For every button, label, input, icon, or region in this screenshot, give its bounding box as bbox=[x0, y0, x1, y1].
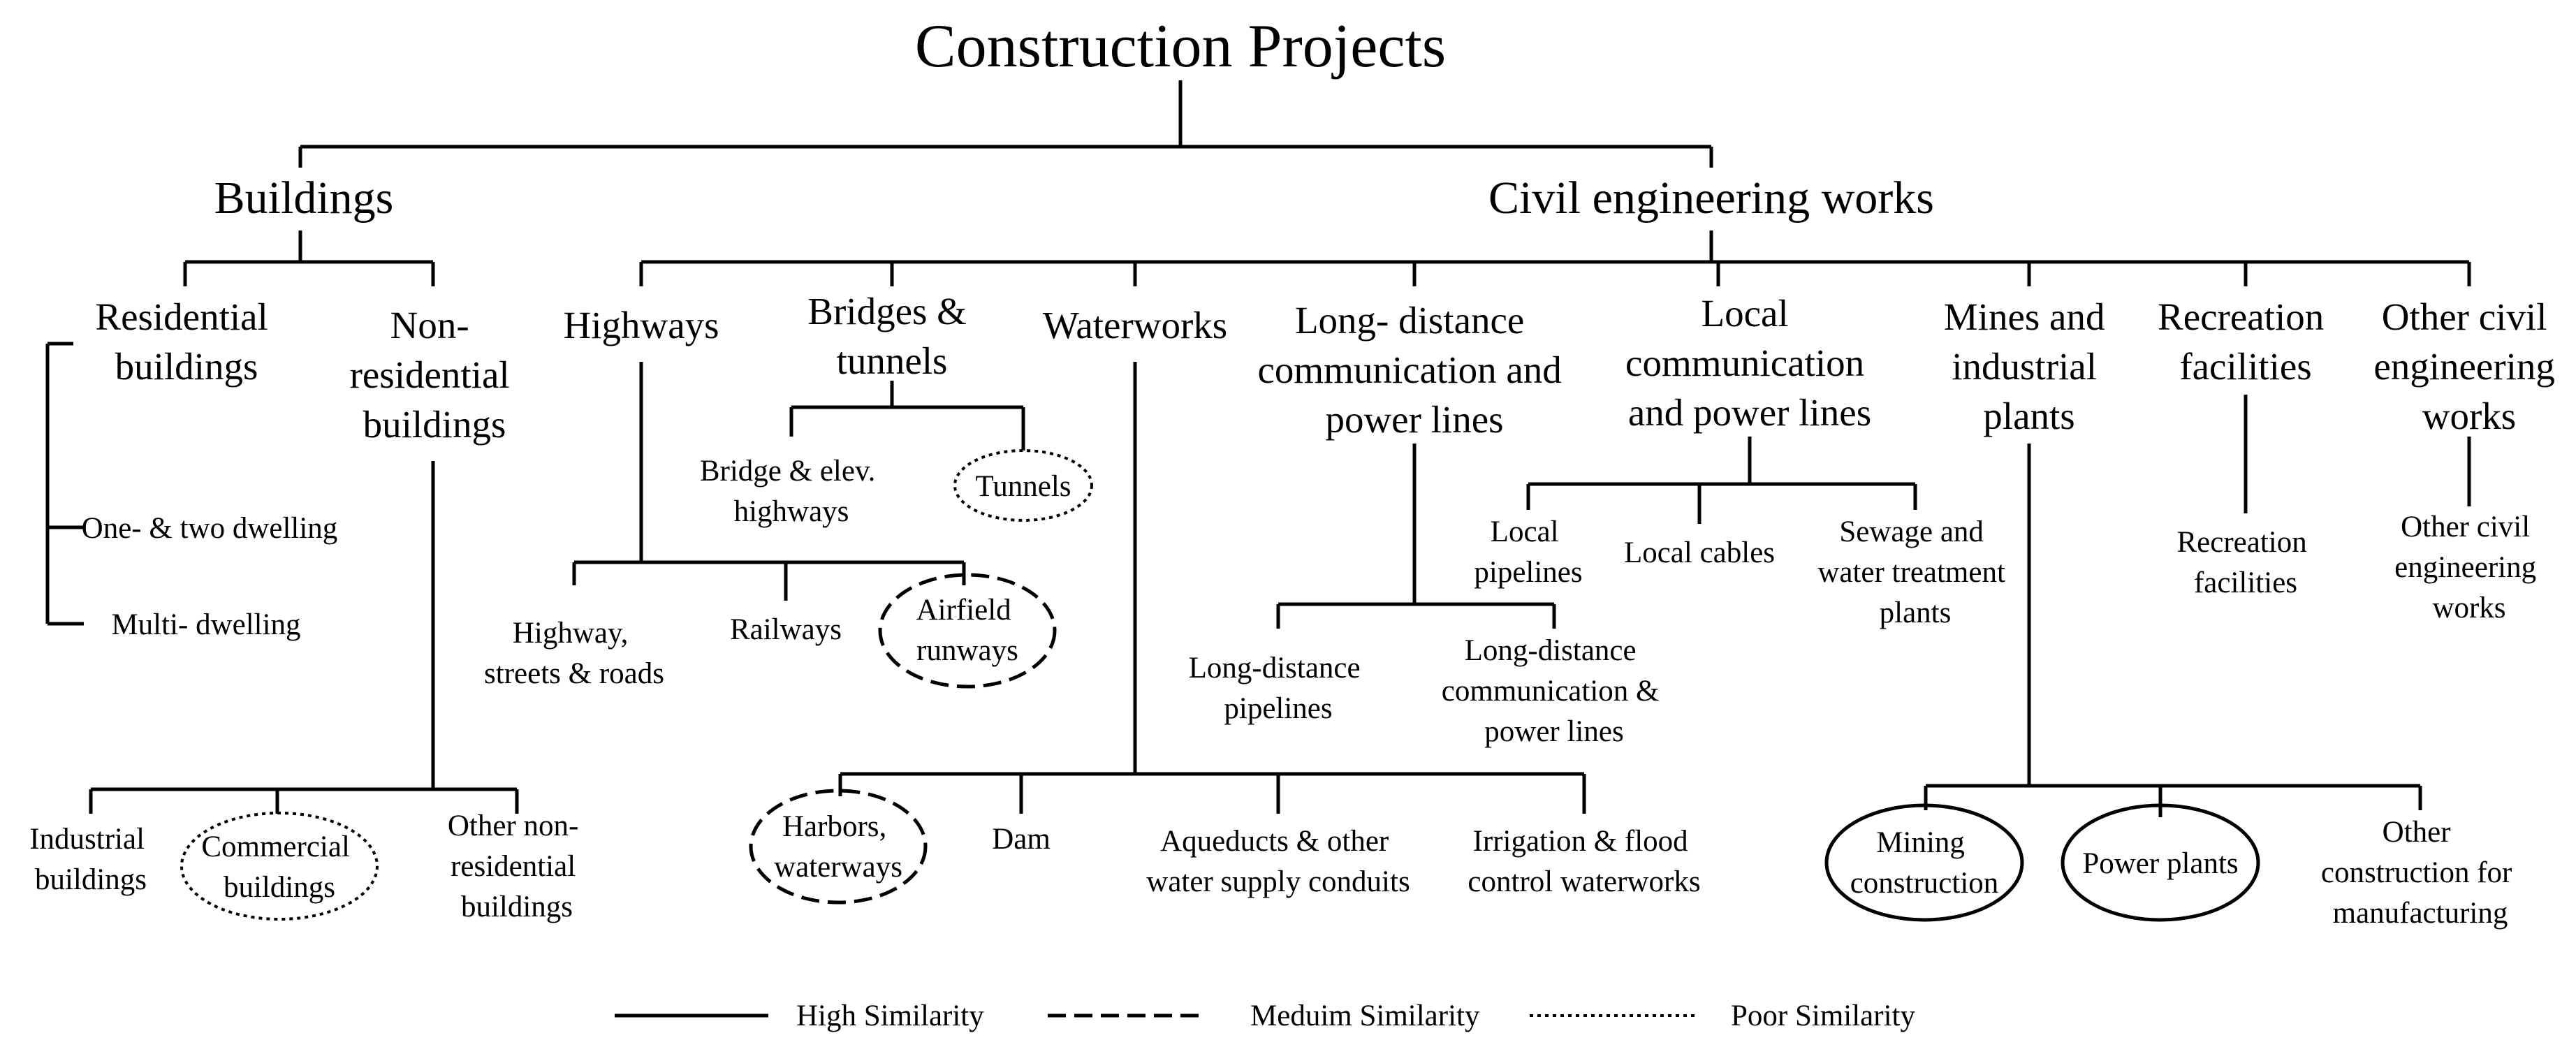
recreation-node: Recreation facilities bbox=[2158, 295, 2334, 388]
nonresidential-buildings-node: Non- residential buildings bbox=[350, 304, 520, 446]
legend-poor-label: Poor Similarity bbox=[1731, 1000, 1915, 1032]
highways-node: Highways bbox=[563, 304, 719, 346]
connector-lines bbox=[45, 80, 2471, 817]
airfield-runways-leaf: Airfield runways bbox=[916, 594, 1019, 667]
local-pipelines-leaf: Local pipelines bbox=[1474, 515, 1582, 589]
bridges-tunnels-node: Bridges & tunnels bbox=[807, 290, 976, 382]
waterworks-node: Waterworks bbox=[1043, 304, 1227, 346]
mining-construction-leaf: Mining construction bbox=[1850, 826, 1999, 900]
commercial-dotted-ellipse bbox=[180, 812, 379, 921]
harbors-waterways-leaf: Harbors, waterways bbox=[774, 810, 902, 884]
residential-buildings-node: Residential buildings bbox=[95, 295, 277, 388]
power-plants-solid-ellipse bbox=[2061, 803, 2260, 922]
root-title: Construction Projects bbox=[915, 13, 1446, 80]
airfield-dashed-ellipse bbox=[878, 573, 1057, 689]
mining-solid-ellipse bbox=[1824, 803, 2024, 922]
other-civil-node: Other civil engineering works bbox=[2373, 295, 2564, 437]
mines-plants-node: Mines and industrial plants bbox=[1944, 295, 2114, 437]
multi-dwelling-leaf: Multi- dwelling bbox=[111, 608, 300, 641]
railways-leaf: Railways bbox=[730, 613, 842, 646]
power-plants-leaf: Power plants bbox=[2082, 847, 2238, 880]
irrigation-flood-leaf: Irrigation & flood control waterworks bbox=[1468, 825, 1700, 898]
ld-communication-leaf: Long-distance communication & power line… bbox=[1442, 634, 1667, 748]
civil-works-heading: Civil engineering works bbox=[1488, 173, 1934, 224]
dam-leaf: Dam bbox=[992, 823, 1051, 856]
tunnels-leaf: Tunnels bbox=[975, 470, 1071, 503]
node-labels: Construction Projects Buildings Civil en… bbox=[29, 13, 2564, 930]
other-manufacturing-leaf: Other construction for manufacturing bbox=[2321, 816, 2519, 930]
one-two-dwelling-leaf: One- & two dwelling bbox=[82, 512, 338, 545]
recreation-facilities-leaf: Recreation facilities bbox=[2177, 526, 2315, 599]
other-civil-works-leaf: Other civil engineering works bbox=[2394, 511, 2544, 624]
ld-pipelines-leaf: Long-distance pipelines bbox=[1189, 652, 1368, 725]
legend: High Similarity Meduim Similarity Poor S… bbox=[615, 1000, 1915, 1032]
industrial-buildings-leaf: Industrial buildings bbox=[29, 823, 152, 896]
local-cables-leaf: Local cables bbox=[1624, 536, 1775, 569]
tunnels-dotted-ellipse bbox=[953, 449, 1093, 522]
aqueducts-leaf: Aqueducts & other water supply conduits bbox=[1146, 825, 1410, 898]
legend-high-label: High Similarity bbox=[796, 1000, 984, 1032]
sewage-treatment-leaf: Sewage and water treatment plants bbox=[1817, 515, 2012, 629]
other-nonresidential-leaf: Other non- residential buildings bbox=[448, 810, 586, 923]
longdistance-lines-node: Long- distance communication and power l… bbox=[1257, 299, 1571, 441]
buildings-heading: Buildings bbox=[214, 173, 394, 224]
similarity-markers bbox=[180, 449, 2260, 922]
commercial-buildings-leaf: Commercial buildings bbox=[201, 830, 357, 904]
local-lines-node: Local communication and power lines bbox=[1625, 292, 1874, 434]
legend-medium-label: Meduim Similarity bbox=[1250, 1000, 1480, 1032]
highway-streets-roads-leaf: Highway, streets & roads bbox=[484, 617, 664, 690]
bridge-elev-highways-leaf: Bridge & elev. highways bbox=[700, 455, 883, 528]
harbors-dashed-ellipse bbox=[749, 789, 928, 905]
